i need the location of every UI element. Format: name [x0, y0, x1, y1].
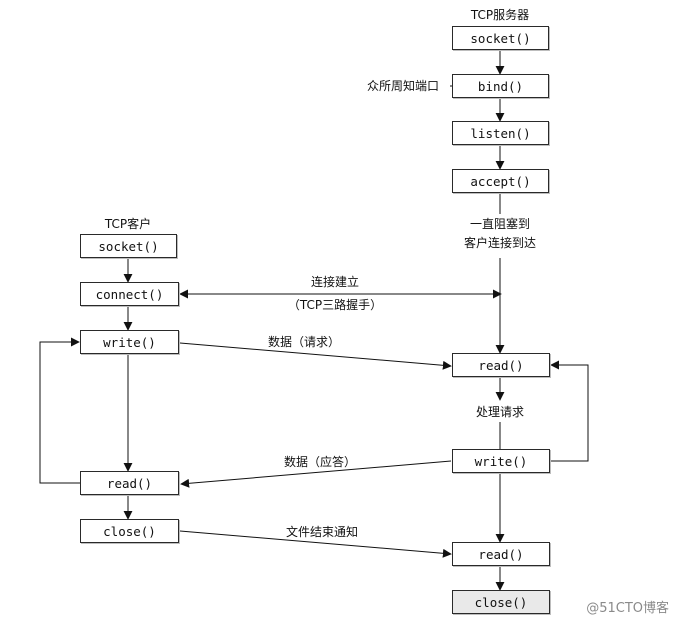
server-title: TCP服务器 [470, 8, 530, 22]
server-bind-box: bind() [452, 74, 549, 98]
data-request-label: 数据（请求） [268, 335, 341, 349]
bind-note: 众所周知端口 [367, 79, 440, 93]
server-read-box: read() [452, 353, 550, 377]
arrow-data-request [179, 342, 452, 370]
eof-notify-label: 文件结束通知 [286, 525, 359, 539]
client-write-box: write() [80, 330, 179, 354]
block-note-line2: 客户连接到达 [463, 236, 537, 250]
client-title: TCP客户 [104, 217, 152, 231]
watermark: @51CTO博客 [586, 601, 669, 616]
block-note-line1: 一直阻塞到 [469, 217, 531, 231]
arrow-server-loop [550, 360, 589, 462]
process-request-label: 处理请求 [475, 405, 525, 419]
arrow-client-loop [39, 337, 80, 484]
client-connect-box: connect() [80, 282, 179, 306]
arrow-eof-notify [179, 530, 452, 558]
server-socket-box: socket() [452, 26, 549, 50]
server-listen-box: listen() [452, 121, 549, 145]
server-write-box: write() [452, 449, 550, 473]
data-reply-label: 数据（应答） [284, 455, 357, 469]
client-read-box: read() [80, 471, 179, 495]
server-read2-box: read() [452, 542, 550, 566]
server-accept-box: accept() [452, 169, 549, 193]
server-close-box: close() [452, 590, 550, 614]
arrow-data-reply [180, 460, 452, 488]
client-socket-box: socket() [80, 234, 177, 258]
connection-established-label: 连接建立 [310, 275, 360, 289]
client-close-box: close() [80, 519, 179, 543]
three-way-handshake-label: （TCP三路握手） [287, 298, 383, 312]
